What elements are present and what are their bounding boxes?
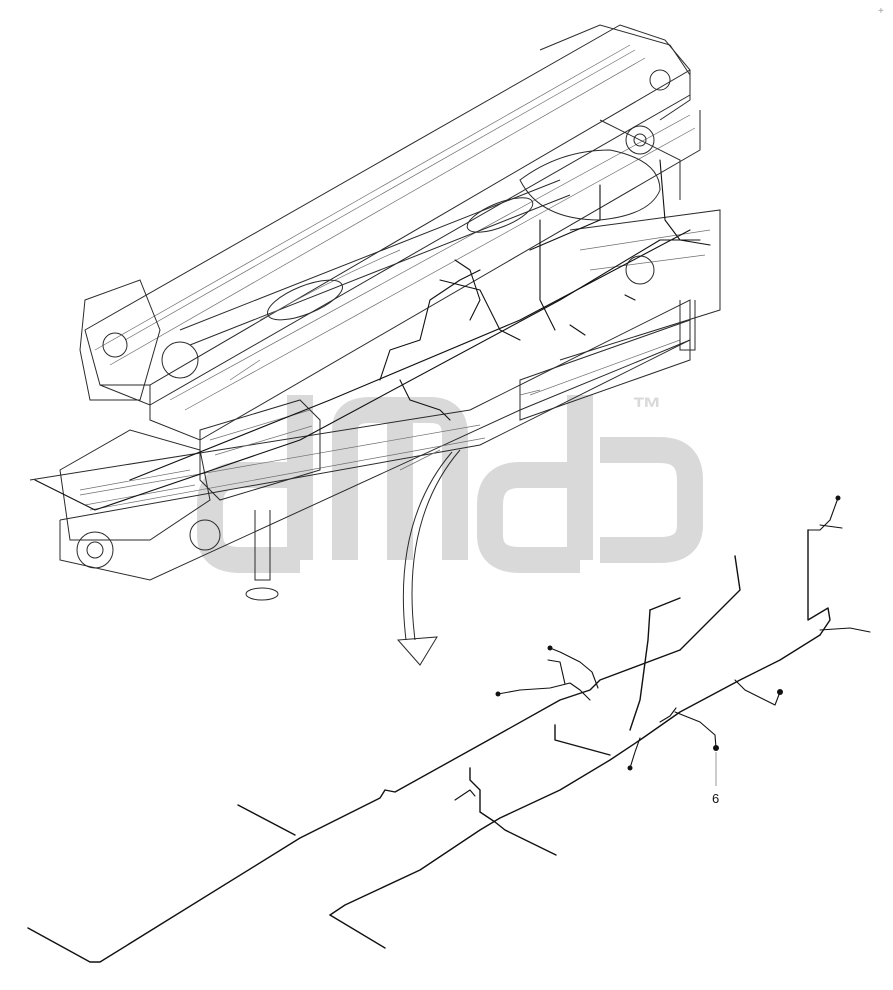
corner-mark: +	[878, 6, 884, 17]
watermark-trademark: ™	[632, 392, 662, 425]
wiring-harness: 6	[27, 495, 871, 963]
crane-boom-assembly	[29, 24, 721, 601]
detail-arrow	[396, 449, 461, 666]
watermark: ™	[197, 392, 703, 573]
watermark-logo	[197, 395, 703, 573]
callout-6-label: 6	[712, 791, 719, 806]
